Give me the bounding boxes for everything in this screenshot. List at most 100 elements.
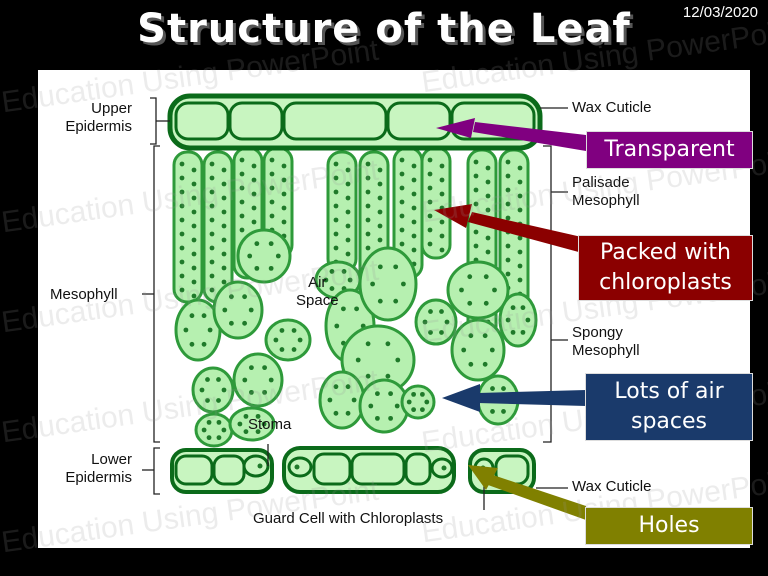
- chloroplast: [237, 421, 243, 427]
- mesophyll-cell: [400, 384, 436, 420]
- chloroplast: [505, 201, 511, 207]
- chloroplast: [365, 175, 371, 181]
- chloroplast: [199, 387, 205, 393]
- chloroplast: [221, 223, 227, 229]
- chloroplast: [179, 245, 185, 251]
- chloroplast: [179, 189, 185, 195]
- mesophyll-cell: [446, 260, 510, 320]
- chloroplast: [505, 215, 511, 221]
- mesophyll-cell: [264, 318, 312, 362]
- chloroplast: [205, 377, 210, 382]
- chloroplast: [242, 320, 248, 326]
- chloroplast: [473, 243, 479, 249]
- mesophyll-cell: [232, 352, 284, 408]
- chloroplast: [377, 298, 383, 304]
- chloroplast: [222, 307, 228, 313]
- chloroplast: [510, 305, 516, 311]
- chloroplast: [411, 233, 417, 239]
- chloroplast: [191, 293, 197, 299]
- label-air-space: Air Space: [296, 274, 339, 309]
- chloroplast: [468, 333, 474, 339]
- slide-title: Structure of the Leaf: [137, 6, 631, 52]
- chloroplast: [347, 277, 353, 283]
- chloroplast: [323, 277, 329, 283]
- chloroplast: [345, 251, 351, 257]
- chloroplast: [254, 265, 260, 271]
- chloroplast: [242, 377, 248, 383]
- chloroplast: [427, 213, 433, 219]
- chloroplast: [179, 203, 185, 209]
- chloroplast: [365, 161, 371, 167]
- chloroplast: [179, 161, 185, 167]
- chloroplast: [268, 265, 274, 271]
- chloroplast: [333, 217, 339, 223]
- chloroplast: [179, 287, 185, 293]
- chloroplast: [427, 171, 433, 177]
- chloroplast: [191, 251, 197, 257]
- mesophyll-cell: [212, 280, 264, 340]
- chloroplast: [251, 177, 257, 183]
- chloroplast: [216, 398, 221, 403]
- upper-epidermis: [167, 93, 543, 151]
- chloroplast: [399, 227, 405, 233]
- chloroplast: [221, 265, 227, 271]
- chloroplast: [351, 397, 357, 403]
- chloroplast: [354, 306, 359, 312]
- chloroplast: [268, 241, 274, 247]
- chloroplast: [406, 399, 412, 405]
- chloroplast: [365, 245, 371, 251]
- chloroplast: [365, 189, 371, 195]
- chloroplast: [399, 213, 405, 219]
- chloroplast: [485, 193, 491, 199]
- chloroplast: [485, 235, 491, 241]
- chloroplast: [468, 361, 474, 367]
- mesophyll-cell: [191, 366, 235, 414]
- chloroplast: [489, 347, 495, 353]
- chloroplast: [221, 167, 227, 173]
- chloroplast: [221, 279, 227, 285]
- chloroplast: [345, 223, 351, 229]
- chloroplast: [505, 271, 511, 277]
- chloroplast: [251, 219, 257, 225]
- label-guard-cell: Guard Cell with Chloroplasts: [253, 510, 444, 527]
- chloroplast: [345, 181, 351, 187]
- chloroplast: [525, 317, 531, 323]
- chloroplast: [239, 227, 245, 233]
- chloroplast: [251, 205, 257, 211]
- chloroplast: [517, 235, 523, 241]
- chloroplast: [239, 213, 245, 219]
- chloroplast: [205, 398, 210, 403]
- chloroplast: [510, 329, 516, 335]
- chloroplast: [377, 264, 383, 270]
- chloroplast: [424, 399, 430, 405]
- chloroplast: [221, 195, 227, 201]
- chloroplast: [377, 237, 383, 243]
- chloroplast: [461, 347, 467, 353]
- chloroplast: [248, 307, 254, 313]
- chloroplast: [439, 219, 445, 225]
- chloroplast: [179, 259, 185, 265]
- chloroplast: [485, 165, 491, 171]
- chloroplast: [329, 269, 335, 274]
- chloroplast: [345, 410, 351, 416]
- chloroplast: [281, 191, 287, 197]
- chloroplast: [411, 205, 417, 211]
- chloroplast: [333, 245, 339, 251]
- chloroplast: [422, 319, 428, 325]
- chloroplast: [281, 177, 287, 183]
- chloroplast: [439, 191, 445, 197]
- chloroplast: [505, 243, 511, 249]
- chloroplast: [517, 277, 523, 283]
- slide-date: 12/03/2020: [682, 4, 758, 21]
- chloroplast: [273, 337, 279, 343]
- chloroplast: [482, 361, 488, 367]
- chloroplast: [368, 403, 374, 409]
- chloroplast: [355, 357, 361, 363]
- mesophyll-cell: [358, 246, 418, 322]
- chloroplast: [517, 179, 523, 185]
- chloroplast: [420, 407, 425, 413]
- leaf-cross-section: [142, 93, 586, 520]
- chloroplast: [345, 384, 351, 390]
- chloroplast: [365, 341, 371, 347]
- chloroplast: [191, 209, 197, 215]
